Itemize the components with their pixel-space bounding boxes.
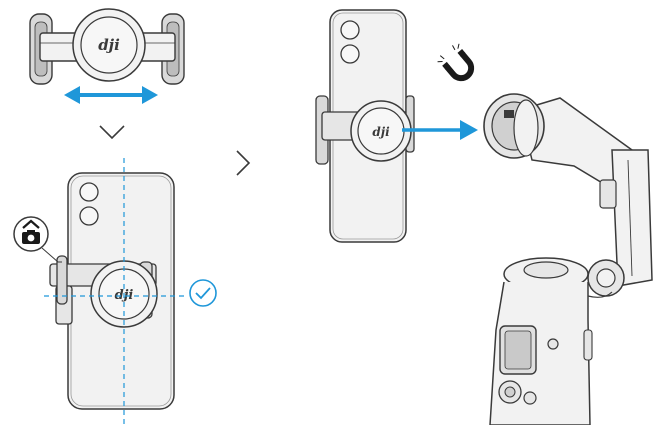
phone-camera-lens <box>79 206 99 226</box>
phone-camera-lens <box>340 44 360 64</box>
step1-clamp-group: dji <box>29 8 185 104</box>
brand-logo: dji <box>372 125 390 139</box>
phone-camera-lens <box>79 182 99 202</box>
gimbal-vertical-arm <box>611 149 653 287</box>
phone-camera-lens <box>340 20 360 40</box>
home-camera-icon <box>13 216 49 252</box>
gimbal-button <box>523 391 537 405</box>
check-circle-icon <box>189 279 217 307</box>
step3-phone-group: dji <box>315 9 415 243</box>
width-adjust-arrow-icon <box>64 86 158 104</box>
chevron-down-icon <box>99 125 125 140</box>
brand-logo: dji <box>98 36 120 54</box>
gimbal-stabilizer <box>483 93 653 425</box>
chevron-right-icon <box>236 150 251 176</box>
step2-phone-group: dji <box>41 158 184 424</box>
magnet-icon <box>437 43 475 82</box>
attach-arrow-icon <box>402 120 478 140</box>
